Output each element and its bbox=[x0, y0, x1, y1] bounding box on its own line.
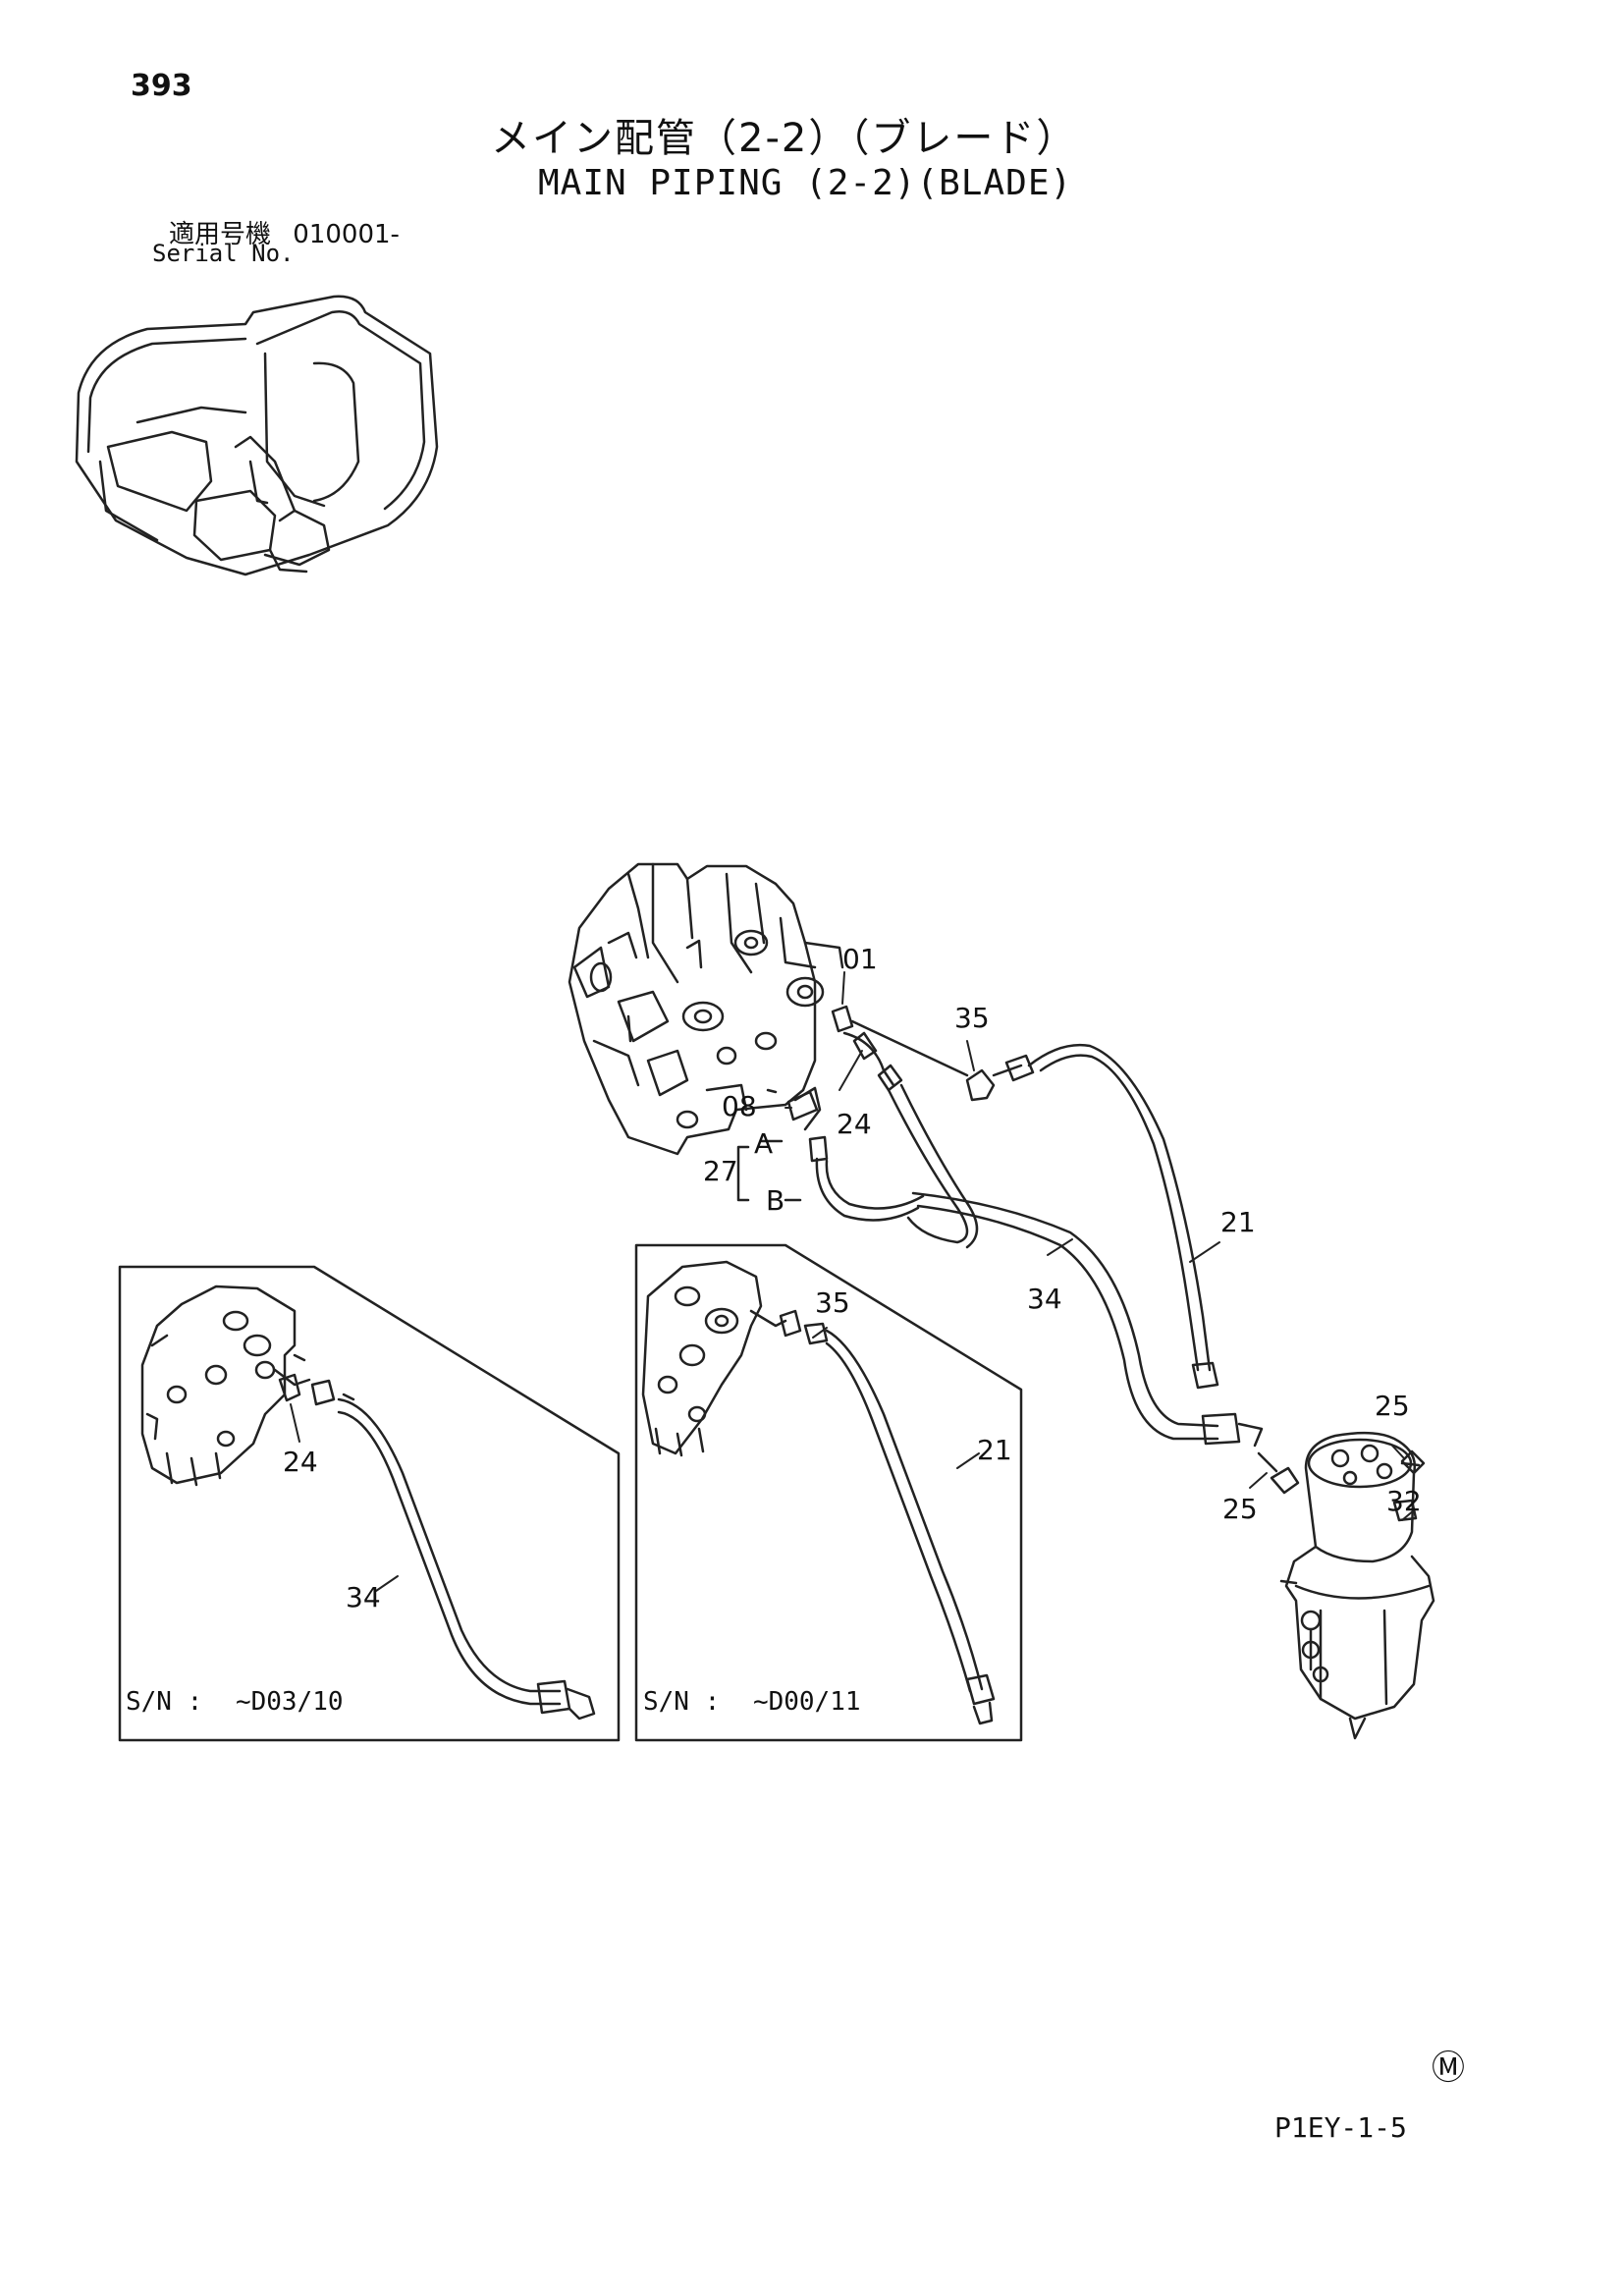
inset-right-sn-label: S/N : bbox=[643, 1687, 721, 1717]
center-joint bbox=[1270, 1431, 1435, 1740]
part-label-24: 24 bbox=[837, 1108, 872, 1140]
control-valve bbox=[568, 862, 844, 1156]
part-label-08: 08 bbox=[722, 1090, 757, 1122]
serial-label-jp: 適用号機 010001- bbox=[169, 214, 400, 250]
machine-thumbnail bbox=[75, 295, 439, 576]
hose-34 bbox=[887, 1083, 1264, 1448]
inset-right-part-21: 21 bbox=[977, 1434, 1012, 1466]
part-label-25-bottom: 25 bbox=[1222, 1493, 1258, 1525]
page-title-jp: メイン配管（2-2）（ブレード） bbox=[491, 116, 1078, 161]
fittings-main bbox=[766, 1005, 1035, 1163]
part-label-25-top: 25 bbox=[1375, 1390, 1410, 1422]
part-label-01: 01 bbox=[842, 943, 878, 975]
part-label-A: A bbox=[754, 1127, 774, 1160]
serial-label-jp-text: 適用号機 bbox=[169, 220, 272, 249]
inset-right-sn: S/N : ~D00/11 bbox=[643, 1687, 861, 1717]
m-mark-icon: Ⓜ bbox=[1432, 2049, 1465, 2088]
inset-left-part-24: 24 bbox=[283, 1446, 318, 1478]
part-label-32: 32 bbox=[1386, 1485, 1422, 1517]
inset-left-sn-label: S/N : bbox=[126, 1687, 203, 1717]
inset-left-part-34: 34 bbox=[346, 1581, 381, 1613]
inset-left-sn: S/N : ~D03/10 bbox=[126, 1687, 344, 1717]
part-label-27: 27 bbox=[703, 1155, 738, 1187]
elbow-fittings bbox=[1257, 1449, 1426, 1475]
page-code: P1EY-1-5 bbox=[1274, 2111, 1407, 2144]
leader-lines bbox=[290, 971, 1415, 1592]
serial-value: 010001- bbox=[293, 220, 400, 249]
inset-right bbox=[634, 1243, 1023, 1742]
page-title-en: MAIN PIPING (2-2)(BLADE) bbox=[538, 163, 1073, 203]
page-number: 393 bbox=[131, 69, 192, 103]
inset-right-sn-value: ~D00/11 bbox=[752, 1687, 861, 1717]
part-label-21: 21 bbox=[1220, 1206, 1256, 1238]
part-label-35: 35 bbox=[954, 1002, 990, 1034]
hoses-27 bbox=[736, 1139, 925, 1222]
inset-left bbox=[118, 1265, 621, 1742]
serial-label-en: Serial No. bbox=[152, 240, 295, 267]
hose-21 bbox=[1027, 1044, 1219, 1390]
inset-left-sn-value: ~D03/10 bbox=[235, 1687, 344, 1717]
inset-right-part-35: 35 bbox=[815, 1286, 850, 1319]
part-label-B: B bbox=[766, 1184, 785, 1217]
part-label-34: 34 bbox=[1027, 1283, 1062, 1315]
